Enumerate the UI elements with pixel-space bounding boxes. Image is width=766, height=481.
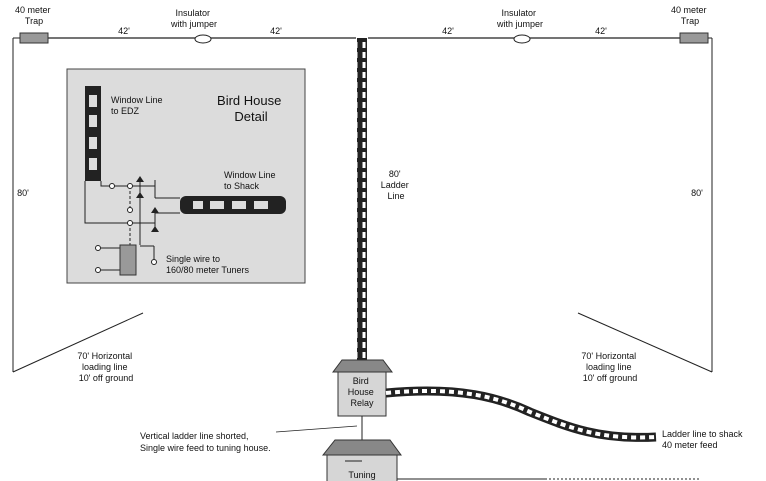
detail-terminal-2 xyxy=(127,183,133,189)
detail-contact-2 xyxy=(136,192,144,198)
trap-right xyxy=(679,32,709,44)
loading-line-left xyxy=(12,312,144,373)
detail-terminal-7 xyxy=(151,259,157,265)
detail-edz-hole-2 xyxy=(89,115,97,127)
length-80-right: 80' xyxy=(691,188,703,198)
ladder-center-label: 80' Ladder Line xyxy=(381,169,412,201)
trap-left-label: 40 meter Trap xyxy=(15,5,53,26)
detail-contact-1 xyxy=(136,176,144,182)
detail-terminal-6 xyxy=(95,267,101,273)
detail-edz-hole-1 xyxy=(89,95,97,107)
detail-wire-b xyxy=(100,181,112,187)
relay-roof xyxy=(332,359,393,373)
ladder-line-to-shack xyxy=(385,386,657,442)
vertical-ladder-line xyxy=(357,38,367,360)
insulator-right xyxy=(513,34,531,44)
detail-window-shack-label: Window Line to Shack xyxy=(224,170,278,191)
relay-box xyxy=(337,371,387,417)
loading-right-label: 70' Horizontal loading line 10' off grou… xyxy=(581,351,638,383)
vertical-note-pointer xyxy=(275,425,358,433)
detail-shack-hole-1 xyxy=(193,201,203,209)
detail-terminal-1 xyxy=(109,183,115,189)
detail-edz-hole-4 xyxy=(89,158,97,170)
detail-title: Bird House Detail xyxy=(217,93,285,124)
detail-contact-4 xyxy=(151,226,159,232)
detail-terminal-5 xyxy=(95,245,101,251)
detail-shack-hole-2 xyxy=(210,201,224,209)
loading-line-right xyxy=(577,312,713,373)
insulator-left-label: Insulator with jumper xyxy=(170,8,217,29)
length-80-left: 80' xyxy=(17,188,29,198)
tuning-box xyxy=(326,454,398,481)
ladder-to-shack-label: Ladder line to shack 40 meter feed xyxy=(662,429,745,450)
tuning-roof xyxy=(321,439,402,456)
detail-window-edz-label: Window Line to EDZ xyxy=(111,95,165,116)
detail-edz-ladder xyxy=(85,86,101,181)
loading-left-label: 70' Horizontal loading line 10' off grou… xyxy=(77,351,134,383)
insulator-left xyxy=(194,34,212,44)
vertical-note-label: Vertical ladder line shorted, Single wir… xyxy=(140,431,271,453)
detail-contact-3 xyxy=(151,207,159,213)
relay-box-label: Bird House Relay xyxy=(348,376,377,408)
length-42-d: 42' xyxy=(595,26,607,36)
trap-right-label: 40 meter Trap xyxy=(671,5,709,26)
detail-edz-hole-3 xyxy=(89,137,97,149)
tuning-box-label: Tuning xyxy=(348,470,375,480)
detail-box xyxy=(66,68,306,284)
insulator-right-label: Insulator with jumper xyxy=(496,8,543,29)
detail-terminal-3 xyxy=(127,207,133,213)
length-42-b: 42' xyxy=(270,26,282,36)
length-42-c: 42' xyxy=(442,26,454,36)
trap-left xyxy=(19,32,49,44)
detail-relay-coil xyxy=(119,244,137,276)
detail-single-wire-label: Single wire to 160/80 meter Tuners xyxy=(166,254,250,275)
detail-terminal-4 xyxy=(127,220,133,226)
detail-shack-hole-3 xyxy=(232,201,246,209)
detail-shack-hole-4 xyxy=(254,201,268,209)
ladder-line-to-shack-rungs xyxy=(385,388,657,440)
length-42-a: 42' xyxy=(118,26,130,36)
